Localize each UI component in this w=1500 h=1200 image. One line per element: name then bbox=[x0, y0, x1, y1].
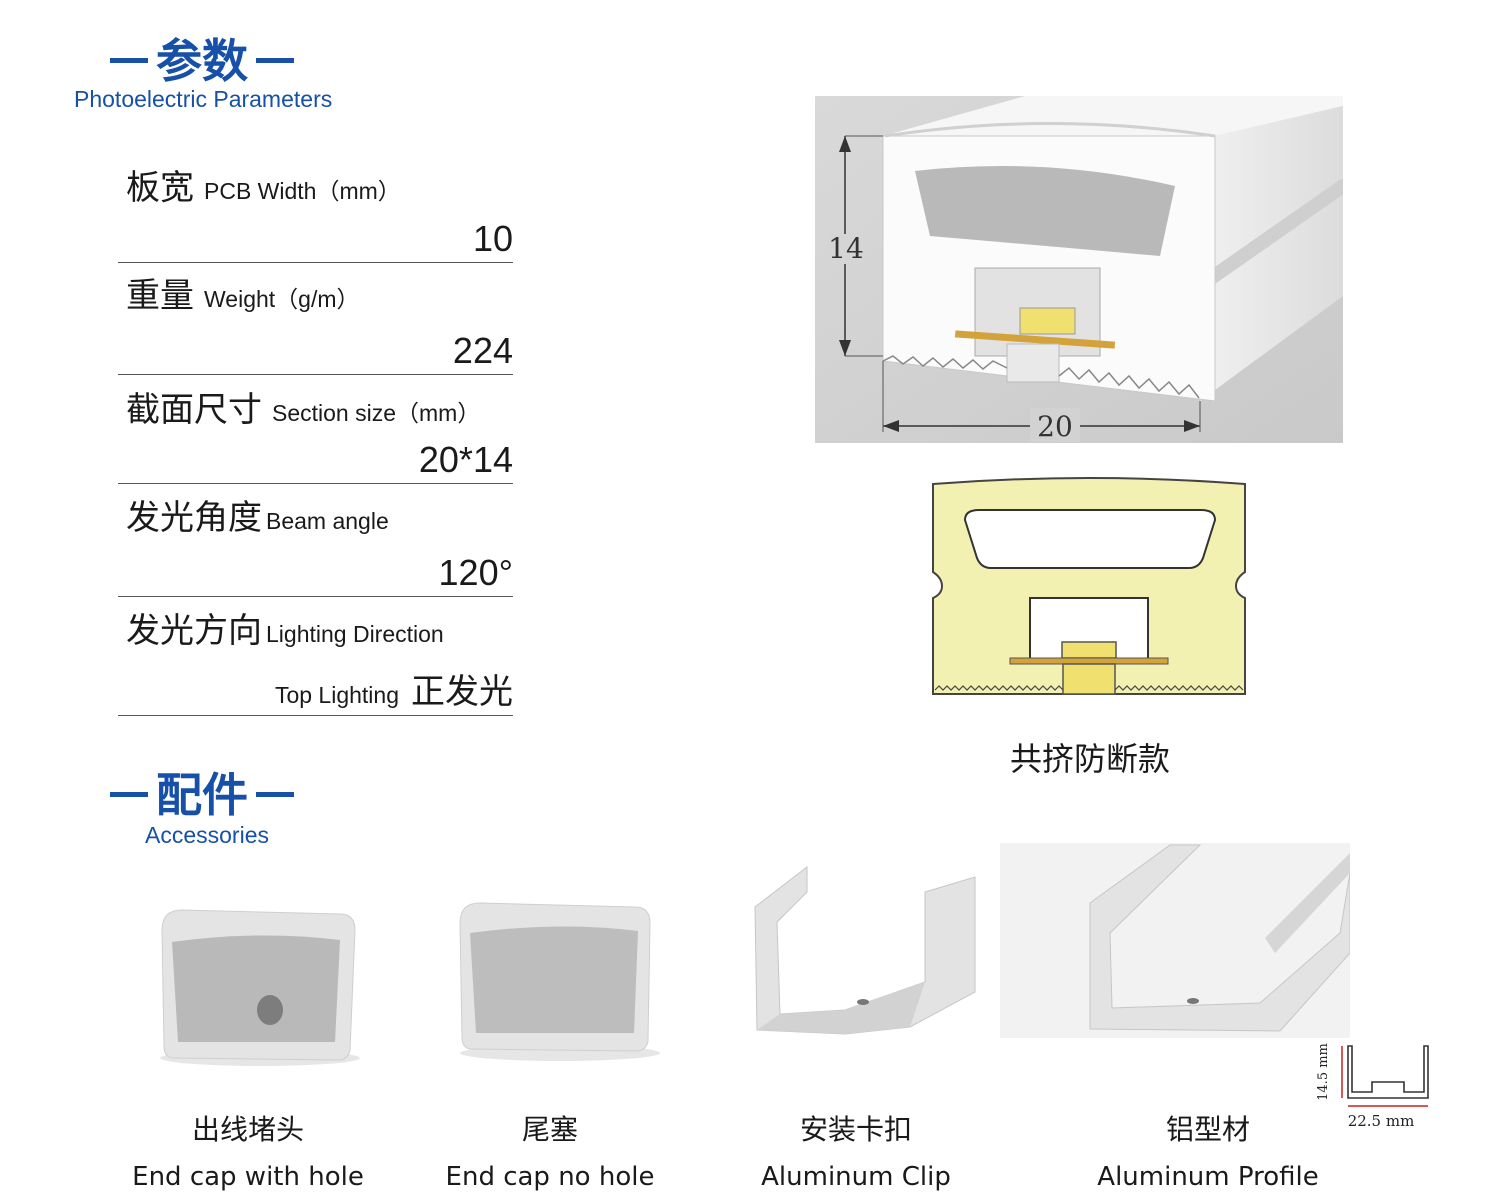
profile-side-face bbox=[1200, 106, 1343, 401]
accessory-caption-3: 安装卡扣 Aluminum Clip bbox=[706, 1108, 1006, 1192]
clip-inner-shade bbox=[757, 982, 925, 1034]
param-row-weight: 重量 Weight（g/m） 224 bbox=[118, 268, 513, 375]
cross-section-pcb bbox=[1009, 657, 1169, 665]
height-arrow-bottom bbox=[839, 340, 851, 356]
clip-screw-hole bbox=[857, 999, 869, 1005]
width-arrow-left bbox=[883, 420, 899, 432]
param-label-cn: 发光方向 bbox=[126, 611, 262, 651]
param-row-section-size: 截面尺寸 Section size（mm） 20*14 bbox=[118, 382, 513, 484]
aluminum-profile-image bbox=[1000, 843, 1350, 1038]
title-dash-right bbox=[256, 792, 294, 797]
profile-front-top-curve bbox=[884, 122, 1216, 138]
param-value: 20*14 bbox=[418, 439, 513, 480]
accessories-title-cn: 配件 bbox=[156, 768, 248, 822]
accessory-caption-1: 出线堵头 End cap with hole bbox=[98, 1108, 398, 1192]
serrated-base bbox=[882, 355, 1200, 399]
param-label-cn: 重量 bbox=[126, 276, 194, 316]
param-label-cn: 截面尺寸 bbox=[126, 390, 262, 430]
params-title-en: Photoelectric Parameters bbox=[74, 86, 333, 112]
end-cap-no-hole-image bbox=[459, 902, 660, 1061]
accessory-cn: 安装卡扣 bbox=[799, 1113, 912, 1146]
param-value: 10 bbox=[472, 218, 513, 259]
title-dash-left bbox=[110, 58, 148, 63]
title-dash-right bbox=[256, 58, 294, 63]
cap-hole bbox=[257, 995, 283, 1025]
cross-section-chip bbox=[1061, 641, 1117, 659]
aluminum-clip-image bbox=[754, 865, 976, 1035]
height-label: 14 bbox=[828, 232, 864, 265]
params-title-cn: 参数 bbox=[156, 34, 248, 88]
accessory-caption-4: 铝型材 Aluminum Profile bbox=[1058, 1108, 1358, 1192]
param-label-cn: 板宽 bbox=[126, 168, 194, 208]
title-dash-left bbox=[110, 792, 148, 797]
param-label-en: PCB Width（mm） bbox=[204, 178, 401, 204]
param-label-en: Beam angle bbox=[266, 508, 389, 534]
cap-inner bbox=[172, 935, 340, 1042]
params-section-title: 参数 bbox=[102, 36, 302, 86]
cross-section-hollow bbox=[963, 509, 1217, 569]
accessory-en: End cap with hole bbox=[132, 1162, 364, 1192]
param-label-en: Weight（g/m） bbox=[204, 286, 360, 312]
param-row-pcb-width: 板宽 PCB Width（mm） 10 bbox=[118, 160, 513, 263]
param-value-en: Top Lighting bbox=[274, 682, 399, 708]
profile-3d-illustration: 14 20 bbox=[815, 96, 1343, 443]
profile-height-label: 14.5 mm bbox=[1316, 1043, 1331, 1101]
profile-width-label: 22.5 mm bbox=[1348, 1112, 1415, 1130]
end-cap-with-hole-image bbox=[160, 909, 360, 1066]
profile-screw-hole bbox=[1187, 998, 1199, 1004]
accessory-en: End cap no hole bbox=[445, 1162, 655, 1192]
accessory-cn: 铝型材 bbox=[1165, 1113, 1250, 1146]
accessory-cn: 出线堵头 bbox=[191, 1113, 304, 1146]
pcb-strip bbox=[954, 330, 1116, 349]
cross-section-diagram bbox=[932, 477, 1246, 695]
accessory-cn: 尾塞 bbox=[521, 1113, 578, 1146]
side-groove-line bbox=[1200, 179, 1343, 288]
profile-rail bbox=[1265, 853, 1350, 953]
accessory-caption-2: 尾塞 End cap no hole bbox=[400, 1108, 700, 1192]
height-arrow-top bbox=[839, 136, 851, 152]
param-label-en: Section size（mm） bbox=[272, 400, 481, 426]
cross-section-slot bbox=[1062, 663, 1116, 695]
cap-inner bbox=[470, 926, 638, 1033]
width-arrow-right bbox=[1184, 420, 1200, 432]
accessory-en: Aluminum Clip bbox=[761, 1162, 951, 1192]
param-label-cn: 发光角度 bbox=[126, 498, 262, 538]
accessory-en: Aluminum Profile bbox=[1097, 1162, 1319, 1192]
param-value-cn: 正发光 bbox=[411, 672, 513, 712]
width-label: 20 bbox=[1037, 410, 1073, 443]
cross-section-caption: 共挤防断款 bbox=[1009, 740, 1170, 778]
accessories-title-en: Accessories bbox=[145, 822, 269, 848]
param-value: 224 bbox=[452, 330, 513, 371]
param-value: 120° bbox=[438, 552, 513, 593]
cross-section-serration bbox=[934, 685, 1244, 691]
bottom-slot bbox=[1006, 343, 1060, 383]
upper-hollow bbox=[915, 166, 1175, 256]
profile-body bbox=[1089, 844, 1350, 1032]
param-label-en: Lighting Direction bbox=[266, 621, 444, 647]
profile-outline bbox=[1347, 1045, 1429, 1099]
led-chip bbox=[1019, 307, 1076, 335]
accessories-section-title: 配件 bbox=[102, 770, 302, 820]
profile-dimension-diagram: 14.5 mm 22.5 mm bbox=[1316, 1043, 1429, 1130]
